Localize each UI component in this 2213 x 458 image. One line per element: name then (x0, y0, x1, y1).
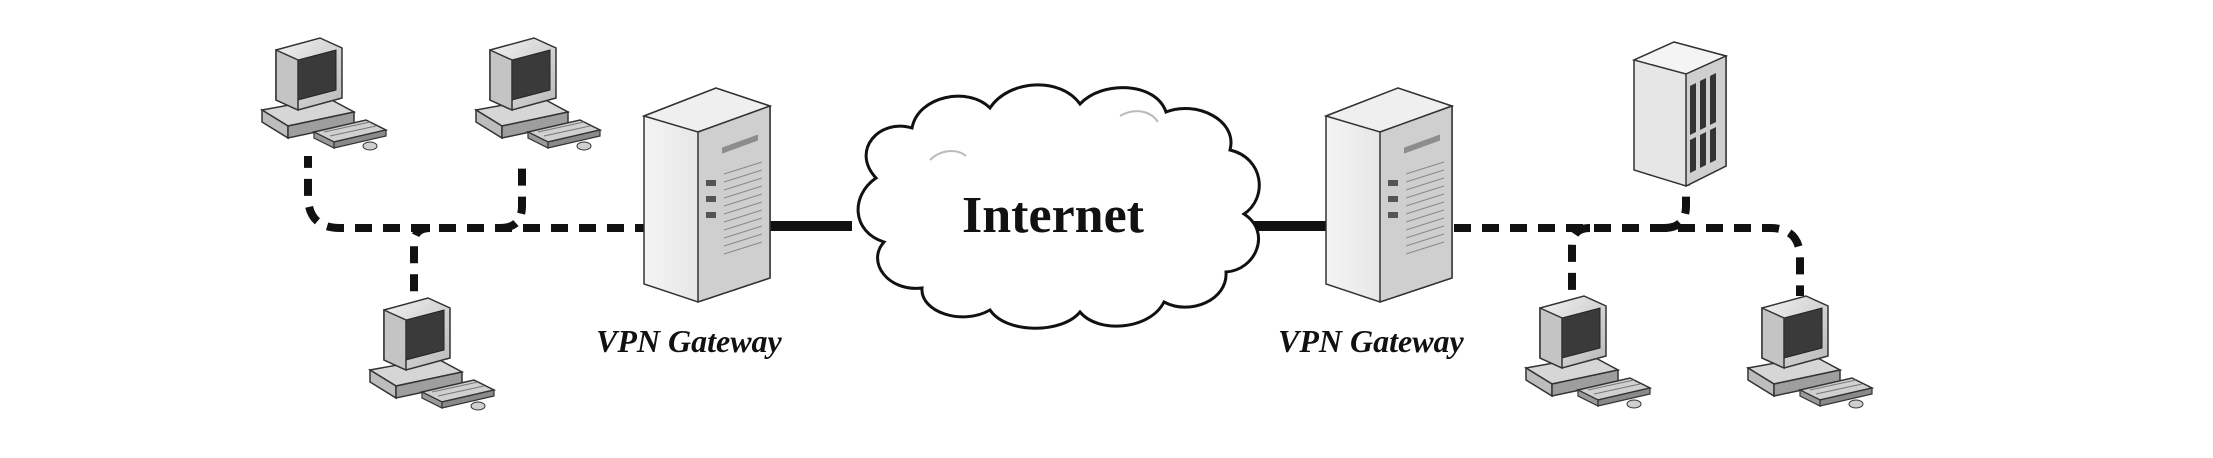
left-lan-bus (304, 156, 652, 232)
right-lan-drop-pc1 (1568, 224, 1591, 294)
left-lan-drop-pc3 (410, 224, 431, 292)
right-workstation-1 (1525, 295, 1651, 409)
left-workstation-2 (475, 37, 601, 151)
left-gateway-label: VPN Gateway (596, 323, 783, 359)
right-server-rack-icon (1633, 41, 1727, 187)
left-gateway-server-tower-icon (643, 87, 771, 303)
left-workstation-3 (369, 297, 495, 411)
right-gateway-label: VPN Gateway (1278, 323, 1465, 359)
left-workstation-1 (261, 37, 387, 151)
right-workstation-2 (1747, 295, 1873, 409)
left-lan-drop-pc2 (499, 158, 526, 232)
right-lan-bus (1454, 224, 1804, 296)
cloud-icon (856, 83, 1261, 330)
right-lan-links (1454, 176, 1804, 296)
right-gateway-server-tower-icon (1325, 87, 1453, 303)
internet-cloud: Internet (856, 83, 1261, 330)
left-lan-links (304, 156, 652, 292)
right-lan-drop-rack (1663, 176, 1690, 232)
cloud-label: Internet (962, 187, 1145, 244)
